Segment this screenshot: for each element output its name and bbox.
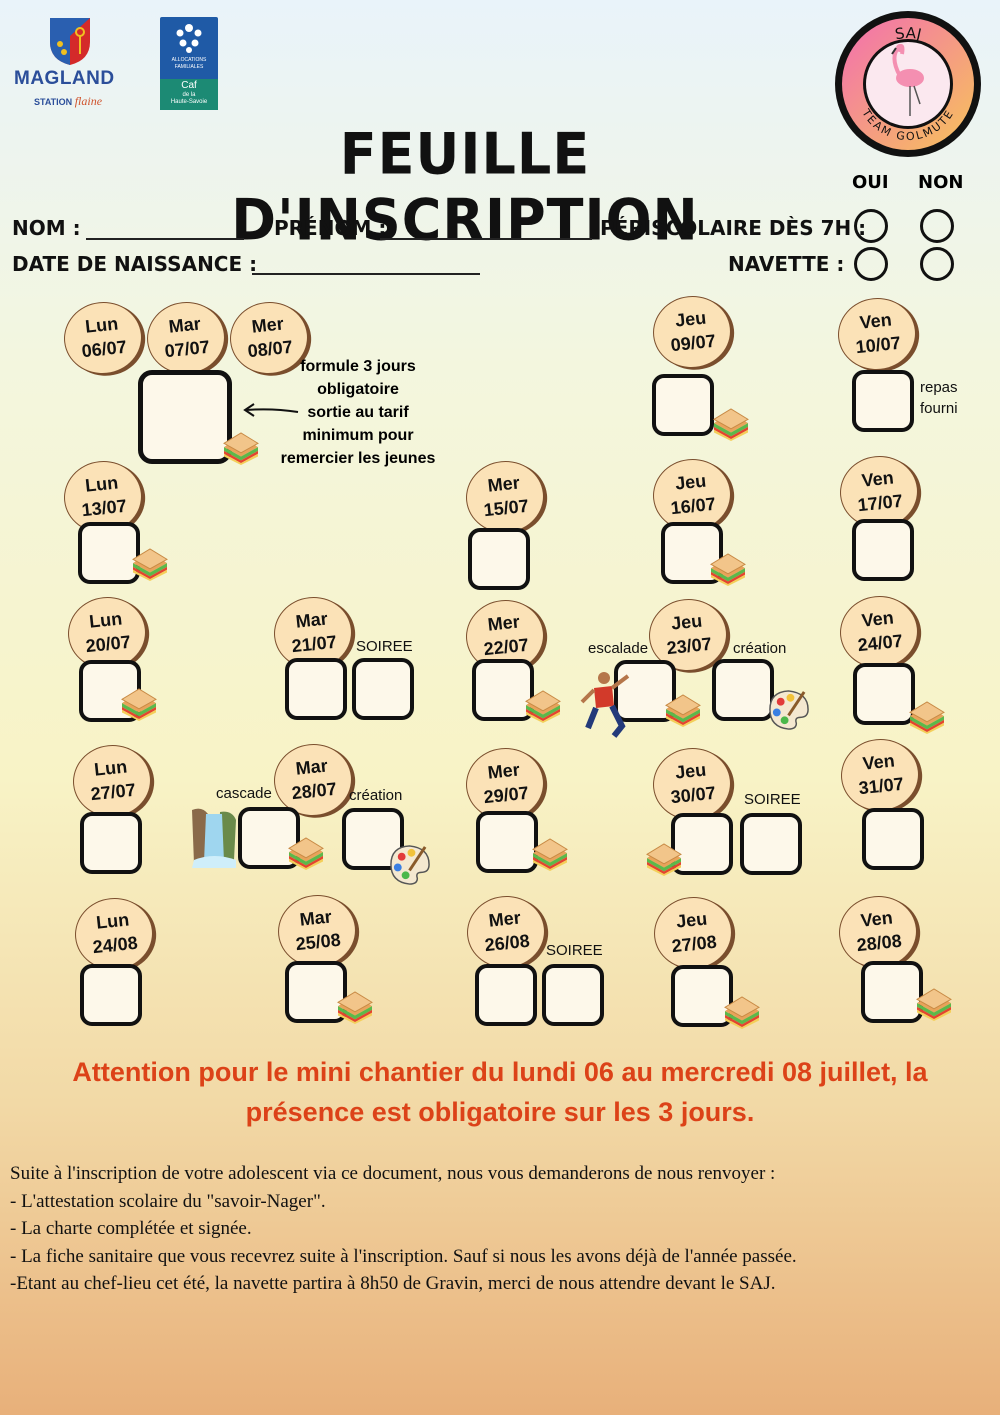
checkbox-formule[interactable]: [138, 370, 232, 464]
checkbox-soiree[interactable]: [352, 658, 414, 720]
flamingo-icon: [891, 44, 924, 116]
svg-text:SAJ: SAJ: [894, 24, 923, 44]
checkbox[interactable]: [652, 374, 714, 436]
periscolaire-label: PÉRISCOLAIRE DÈS 7H :: [600, 216, 867, 240]
dob-field[interactable]: [252, 273, 480, 275]
creation-label: création: [349, 787, 403, 804]
soiree-label: SOIREE: [356, 638, 413, 655]
dob-label: DATE DE NAISSANCE :: [12, 252, 258, 276]
sandwich-icon: [724, 996, 760, 1030]
sandwich-icon: [916, 988, 952, 1022]
checkbox[interactable]: [472, 659, 534, 721]
checkbox[interactable]: [852, 519, 914, 581]
escalade-label: escalade: [588, 640, 649, 657]
creation-label: création: [733, 640, 787, 657]
non-label: NON: [918, 172, 964, 193]
sandwich-icon: [288, 837, 324, 871]
sandwich-icon: [646, 843, 682, 877]
checkbox[interactable]: [285, 961, 347, 1023]
sandwich-icon: [525, 690, 561, 724]
navette-oui-radio[interactable]: [854, 247, 888, 281]
periscolaire-non-radio[interactable]: [920, 209, 954, 243]
checkbox-soiree[interactable]: [740, 813, 802, 875]
checkbox[interactable]: [78, 522, 140, 584]
sandwich-icon: [132, 548, 168, 582]
sandwich-icon: [710, 553, 746, 587]
sandwich-icon: [713, 408, 749, 442]
caf-line1: ALLOCATIONS: [171, 57, 207, 63]
checkbox[interactable]: [671, 965, 733, 1027]
caf-name: Caf: [181, 80, 197, 91]
nom-label: NOM :: [12, 216, 81, 240]
sandwich-icon: [909, 701, 945, 735]
prenom-field[interactable]: [380, 238, 592, 240]
checkbox[interactable]: [475, 964, 537, 1026]
checkbox-cascade[interactable]: [238, 807, 300, 869]
navette-label: NAVETTE :: [728, 252, 845, 276]
magland-station-text: STATION flaine: [34, 94, 103, 108]
caf-dept1: de la: [182, 92, 196, 98]
checkbox[interactable]: [852, 370, 914, 432]
climber-icon: [580, 672, 630, 738]
formule-note: formule 3 jours obligatoire sortie au ta…: [280, 358, 436, 467]
checkbox[interactable]: [476, 811, 538, 873]
sandwich-icon: [121, 688, 157, 722]
checkbox-creation[interactable]: [712, 659, 774, 721]
soiree-label: SOIREE: [744, 791, 801, 808]
waterfall-icon: [192, 808, 236, 868]
footer-instructions: Suite à l'inscription de votre adolescen…: [10, 1163, 797, 1294]
soiree-label: SOIREE: [546, 942, 603, 959]
page-title: FEUILLE D'INSCRIPTION: [231, 120, 699, 254]
palette-icon: [768, 689, 810, 731]
checkbox[interactable]: [671, 813, 733, 875]
magland-coat-of-arms-icon: [50, 18, 90, 65]
caf-line2: FAMILIALES: [174, 64, 204, 70]
nom-field[interactable]: [86, 238, 244, 240]
sandwich-icon: [532, 838, 568, 872]
saj-team-badge: SAJ TEAM GOLMUTE: [835, 11, 981, 157]
oui-label: OUI: [852, 172, 889, 193]
caf-logo: ALLOCATIONS FAMILIALES Caf de la Haute-S…: [160, 17, 218, 110]
checkbox[interactable]: [468, 528, 530, 590]
sandwich-icon: [223, 432, 259, 466]
sandwich-icon: [337, 991, 373, 1025]
cascade-label: cascade: [216, 785, 272, 802]
checkbox[interactable]: [853, 663, 915, 725]
checkbox-soiree[interactable]: [542, 964, 604, 1026]
attention-notice: Attention pour le mini chantier du lundi…: [72, 1057, 928, 1127]
prenom-label: PRÉNOM :: [274, 216, 387, 240]
arrow-left-icon: [243, 403, 299, 417]
checkbox[interactable]: [80, 812, 142, 874]
palette-icon: [389, 844, 431, 886]
periscolaire-oui-radio[interactable]: [854, 209, 888, 243]
checkbox[interactable]: [285, 658, 347, 720]
caf-dept2: Haute-Savoie: [170, 99, 208, 105]
navette-non-radio[interactable]: [920, 247, 954, 281]
magland-logo-text: MAGLAND: [14, 68, 115, 89]
sandwich-icon: [665, 694, 701, 728]
checkbox[interactable]: [80, 964, 142, 1026]
checkbox-escalade[interactable]: [614, 660, 676, 722]
checkbox[interactable]: [861, 961, 923, 1023]
caf-family-icon: [176, 24, 202, 53]
checkbox[interactable]: [862, 808, 924, 870]
